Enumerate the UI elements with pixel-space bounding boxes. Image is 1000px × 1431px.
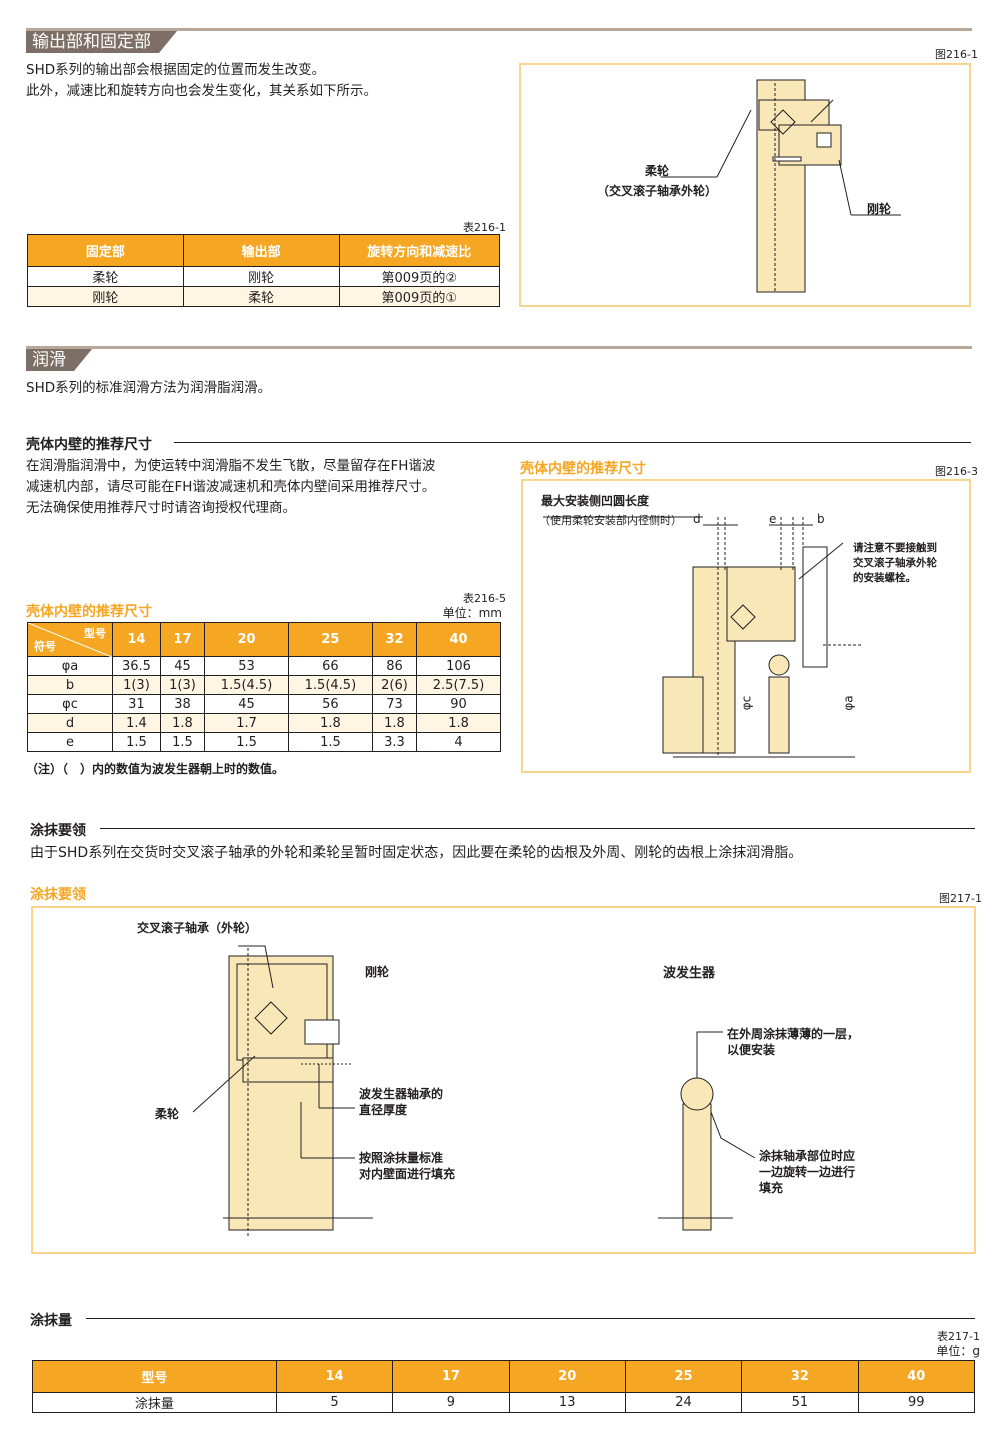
table-cell: 第009页的② [338,266,500,287]
table-header: 20 [204,622,289,657]
table-header: 17 [159,622,206,657]
divider [86,1318,975,1319]
paragraph: SHD系列的标准润滑方法为润滑脂润滑。 [26,380,272,396]
table-row: d 1.4 1.8 1.7 1.8 1.8 1.8 [27,713,501,733]
table-header: 14 [275,1360,394,1393]
table-note: （注）（ ）内的数值为波发生器朝上时的数值。 [26,762,285,776]
paragraph: 减速机内部，请尽可能在FH谐波减速机和壳体内壁间采用推荐尺寸。 [26,479,436,495]
dim-b: b [817,512,825,526]
table-cell: 柔轮 [182,286,340,307]
dim-e: e [769,512,777,526]
table-corner: 型号 符号 [27,622,113,657]
section-header-output: 输出部和固定部 [26,28,972,54]
diagram-housing [543,516,863,758]
dim-d: d [693,512,701,526]
figure-ref: 图217-1 [939,892,982,905]
table-row: e 1.5 1.5 1.5 1.5 3.3 4 [27,732,501,752]
figure-ref: 图216-1 [935,48,978,61]
table-cell: 柔轮 [27,266,184,287]
label-wg-bearing: 波发生器轴承的 直径厚度 [359,1087,444,1117]
table-amount: 型号 14 17 20 25 32 40 涂抹量 5 9 13 24 51 99 [32,1360,976,1413]
unit: 单位：mm [442,606,502,620]
label-flexspline: 柔轮 [155,1107,180,1121]
paragraph: SHD系列的输出部会根据固定的位置而发生改变。 [26,62,326,78]
label-rotate: 涂抹轴承部位时应 一边旋转一边进行 填充 [759,1149,856,1195]
section-title: 输出部和固定部 [26,31,177,53]
table-ref: 表216-5 [463,592,506,605]
table-row: 刚轮 柔轮 第009页的① [27,286,500,307]
figure-title: 壳体内壁的推荐尺寸 [520,461,646,477]
figure-title: 涂抹要领 [30,887,86,903]
fig-label: 最大安装侧凹圆长度 [541,494,650,508]
dim-c: φc [739,695,754,711]
table-header: 40 [416,622,501,657]
figure-output-fixed: 柔轮 （交叉滚子轴承外轮） 刚轮 [519,63,971,307]
table-row: b 1(3) 1(3) 1.5(4.5) 1.5(4.5) 2(6) 2.5(7… [27,675,501,695]
label-flexspline: 柔轮 [645,164,670,178]
fig-label: （使用柔轮安装部内径侧时） [539,514,682,527]
table-header: 25 [624,1360,743,1393]
label-wave-generator: 波发生器 [663,966,716,981]
divider [100,828,975,829]
unit: 单位：g [936,1344,980,1358]
fig-note: 请注意不要接触到 交叉滚子轴承外轮 的安装螺栓。 [853,542,937,584]
label-outer: 在外周涂抹薄薄的一层， 以便安装 [727,1027,860,1057]
table-header: 40 [857,1360,976,1393]
table-housing-dims: 型号 符号 14 17 20 25 32 40 φa 36.5 45 53 66… [27,622,501,752]
paragraph: 由于SHD系列在交货时交叉滚子轴承的外轮和柔轮呈暂时固定状态，因此要在柔轮的齿根… [30,845,803,861]
table-ref: 表216-1 [463,221,506,234]
table-row: φa 36.5 45 53 66 86 106 [27,656,501,676]
subtitle: 壳体内壁的推荐尺寸 [26,437,152,453]
table-output-fixed: 固定部 输出部 旋转方向和减速比 柔轮 刚轮 第009页的② 刚轮 柔轮 第00… [27,234,500,307]
diagram-apply [192,945,756,1238]
label-bearing: 交叉滚子轴承（外轮） [137,921,258,935]
label-circular: 刚轮 [867,202,892,216]
table-cell: 刚轮 [182,266,340,287]
dim-a: φa [841,695,856,711]
table-header: 固定部 [27,234,184,267]
figure-apply: 交叉滚子轴承（外轮） 刚轮 柔轮 波发生器轴承的 直径厚度 按照涂抹量标准 对内… [31,906,976,1254]
table-cell: 刚轮 [27,286,184,307]
table-row: 柔轮 刚轮 第009页的② [27,266,500,287]
table-header: 输出部 [182,234,340,267]
divider [174,442,971,443]
figure-housing-dims: 最大安装侧凹圆长度 （使用柔轮安装部内径侧时） d e b φc φa 请注意不… [521,479,971,773]
table-header: 20 [508,1360,626,1393]
subtitle: 涂抹要领 [30,823,86,839]
table-title: 壳体内壁的推荐尺寸 [26,604,152,620]
paragraph: 无法确保使用推荐尺寸时请咨询授权代理商。 [26,500,296,516]
table-cell: 第009页的① [338,286,500,307]
table-header: 型号 [32,1360,277,1393]
table-row: 涂抹量 5 9 13 24 51 99 [32,1392,976,1413]
label-circular: 刚轮 [365,965,390,979]
section-title: 润滑 [26,349,92,371]
table-header: 14 [112,622,161,657]
table-ref: 表217-1 [937,1330,980,1343]
paragraph: 此外，减速比和旋转方向也会发生变化，其关系如下所示。 [26,83,377,99]
label-fill: 按照涂抹量标准 对内壁面进行填充 [359,1151,456,1181]
paragraph: 在润滑脂润滑中，为使运转中润滑脂不发生飞散，尽量留存在FH谐波 [26,458,436,474]
table-row: φc 31 38 45 56 73 90 [27,694,501,714]
table-header: 17 [392,1360,510,1393]
table-header: 32 [371,622,418,657]
section-header-lubrication: 润滑 [26,346,972,372]
subtitle: 涂抹量 [30,1313,72,1329]
table-header: 32 [741,1360,859,1393]
figure-ref: 图216-3 [935,465,978,478]
table-header: 旋转方向和减速比 [338,234,500,267]
table-header: 25 [287,622,373,657]
label-flexspline-sub: （交叉滚子轴承外轮） [597,184,718,198]
diagram-output [661,79,901,293]
